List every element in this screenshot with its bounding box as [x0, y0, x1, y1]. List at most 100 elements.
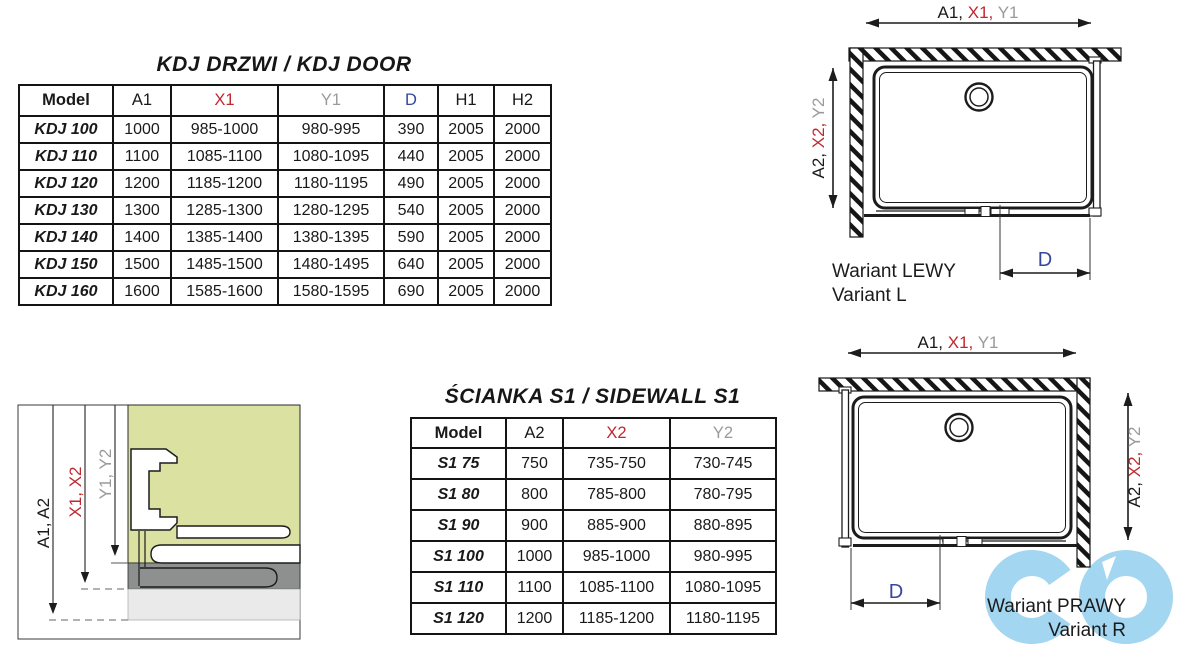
table-cell: KDJ 150 [18, 250, 114, 279]
table-cell: 735-750 [562, 447, 671, 480]
table-cell: 2005 [437, 223, 495, 252]
table-cell: 540 [383, 196, 439, 225]
table-cell: 690 [383, 277, 439, 306]
table-cell: 1200 [505, 602, 564, 635]
table-cell: S1 120 [410, 602, 507, 635]
table-cell: 750 [505, 447, 564, 480]
column-header: A2 [505, 417, 564, 449]
vr-depth-dim-label: A2, X2, Y2 [1125, 427, 1144, 508]
table-cell: KDJ 160 [18, 277, 114, 306]
table-cell: 1185-1200 [170, 169, 279, 198]
table-cell: 980-995 [669, 540, 777, 573]
table-cell: 1285-1300 [170, 196, 279, 225]
table-cell: 980-995 [277, 115, 385, 144]
table-cell: S1 80 [410, 478, 507, 511]
table-cell: 640 [383, 250, 439, 279]
column-header: A1 [112, 84, 172, 117]
table-cell: 1100 [505, 571, 564, 604]
table-cell: 1085-1100 [562, 571, 671, 604]
table-cell: 880-895 [669, 509, 777, 542]
vr-caption-pl: Wariant PRAWY [987, 596, 1126, 617]
vl-left-wall [849, 47, 864, 238]
table-cell: KDJ 120 [18, 169, 114, 198]
table-cell: S1 90 [410, 509, 507, 542]
vl-door-dim-label: D [1038, 249, 1052, 271]
profile-label-y: Y1, Y2 [96, 449, 115, 500]
table-cell: 2000 [493, 196, 552, 225]
variant-left-diagram: A1, X1, Y1 A2, X2, Y2 D Wari [809, 3, 1122, 306]
table-cell: 2005 [437, 115, 495, 144]
table-cell: 1600 [112, 277, 172, 306]
table-cell: 590 [383, 223, 439, 252]
table-cell: KDJ 110 [18, 142, 114, 171]
table-cell: 1485-1500 [170, 250, 279, 279]
table-cell: 2000 [493, 169, 552, 198]
table-cell: KDJ 130 [18, 196, 114, 225]
brand-logo [984, 550, 1173, 644]
vr-width-dim-label: A1, X1, Y1 [918, 333, 999, 352]
table-cell: 985-1000 [562, 540, 671, 573]
profile-label-x: X1, X2 [66, 466, 85, 517]
variant-right-diagram: A1, X1, Y1 A2, X2, Y2 D Wari [818, 333, 1173, 644]
column-header: D [383, 84, 439, 117]
table-cell: 2005 [437, 277, 495, 306]
table-cell: 780-795 [669, 478, 777, 511]
table-cell: 1280-1295 [277, 196, 385, 225]
table-cell: 440 [383, 142, 439, 171]
profile-dim-arrows [48, 405, 128, 621]
vl-depth-dim-label: A2, X2, Y2 [809, 98, 828, 179]
column-header: Model [18, 84, 114, 117]
column-header: H1 [437, 84, 495, 117]
table-cell: 1380-1395 [277, 223, 385, 252]
table-cell: 1185-1200 [562, 602, 671, 635]
table-cell: 1300 [112, 196, 172, 225]
table-cell: 985-1000 [170, 115, 279, 144]
table-cell: 900 [505, 509, 564, 542]
table-cell: 2000 [493, 115, 552, 144]
table-cell: KDJ 140 [18, 223, 114, 252]
table-cell: 490 [383, 169, 439, 198]
profile-cross-section-diagram: A1, A2 X1, X2 Y1, Y2 [17, 404, 301, 640]
profile-label-a: A1, A2 [34, 498, 53, 548]
table-cell: S1 110 [410, 571, 507, 604]
aluminium-profile-outline [130, 448, 301, 588]
table-cell: 1400 [112, 223, 172, 252]
vl-sidewall-glass [1092, 60, 1101, 217]
table-cell: 1100 [112, 142, 172, 171]
table-cell: 2000 [493, 250, 552, 279]
vr-sidewall-glass [841, 389, 850, 548]
table-cell: 2005 [437, 250, 495, 279]
vl-top-wall [848, 47, 1122, 62]
vl-caption-pl: Wariant LEWY [832, 261, 956, 282]
vr-top-wall [818, 377, 1091, 392]
table-cell: 1585-1600 [170, 277, 279, 306]
table-cell: 1000 [505, 540, 564, 573]
table-cell: 1200 [112, 169, 172, 198]
table-cell: 1580-1595 [277, 277, 385, 306]
table-cell: 1385-1400 [170, 223, 279, 252]
profile-wall-area [127, 404, 301, 564]
vl-caption-en: Variant L [832, 285, 907, 306]
table-cell: 2005 [437, 196, 495, 225]
table-cell: 390 [383, 115, 439, 144]
table-cell: 2005 [437, 169, 495, 198]
column-header: Y1 [277, 84, 385, 117]
table-cell: KDJ 100 [18, 115, 114, 144]
